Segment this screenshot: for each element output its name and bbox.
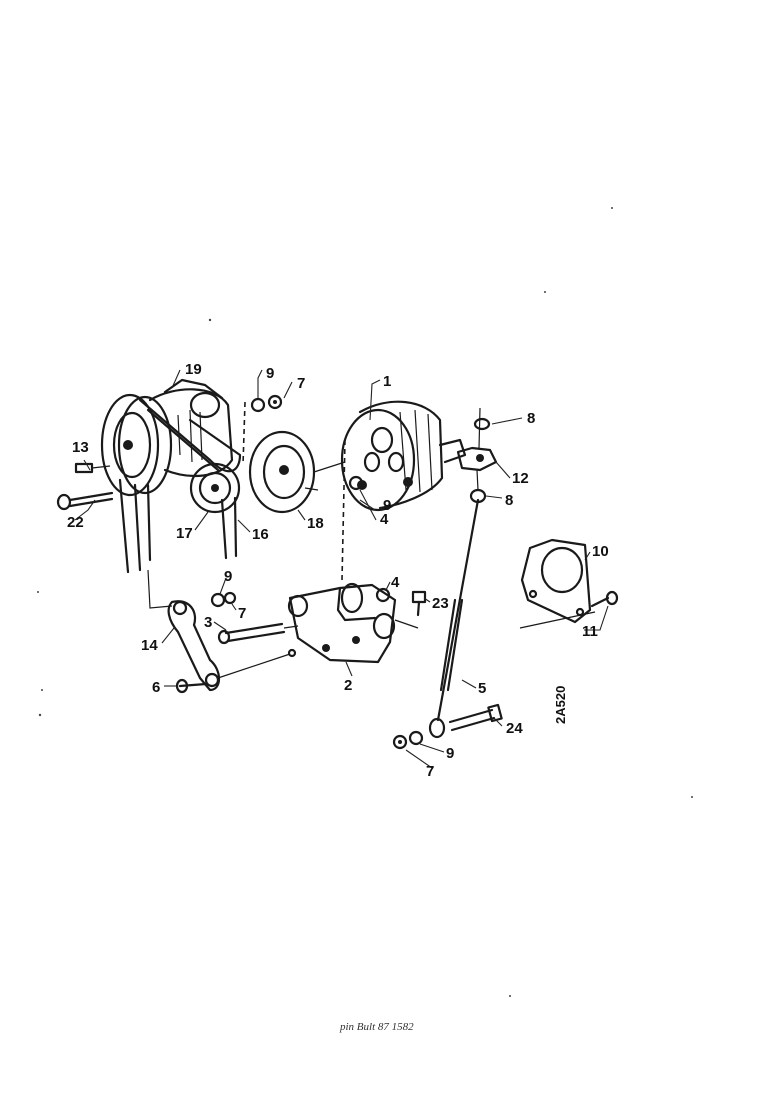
callout-7-top: 7 (297, 375, 305, 392)
part-5-adjusting-rod (428, 498, 480, 739)
callout-7-bottom: 7 (426, 763, 434, 780)
compressor-legs (118, 478, 238, 574)
part-1-alternator (340, 400, 467, 512)
callout-18: 18 (307, 515, 324, 532)
callout-9-bottom: 9 (446, 745, 454, 762)
part-7-9-top-fasteners (250, 394, 283, 413)
callout-17: 17 (176, 525, 193, 542)
footer-note: pin Bult 87 1582 (339, 1021, 414, 1033)
part-24-bolt (448, 703, 503, 732)
callout-24: 24 (506, 720, 523, 737)
callout-4-bracket: 4 (391, 574, 400, 591)
part-14-adjusting-arm (167, 600, 297, 692)
callout-11: 11 (582, 623, 598, 640)
part-7-9-arm-fasteners (210, 591, 237, 608)
callout-16: 16 (252, 526, 269, 543)
arm-link-line (147, 569, 173, 609)
part-2-mounting-bracket (287, 582, 419, 664)
part-6-bolt (175, 678, 208, 694)
callout-8-top: 8 (527, 410, 535, 427)
drawing-reference-code: 2A520 (553, 686, 568, 724)
callout-5: 5 (478, 680, 486, 697)
leader-lines (74, 369, 609, 769)
callout-14: 14 (141, 637, 158, 654)
callout-19: 19 (185, 361, 202, 378)
part-17-idler-pulley (189, 462, 241, 514)
callout-13: 13 (72, 439, 89, 456)
callout-22: 22 (67, 514, 84, 531)
callout-7-arm: 7 (238, 605, 246, 622)
callout-labels: 1 19 9 7 8 12 8 9 4 18 16 17 13 22 9 7 3… (67, 361, 609, 780)
part-19-compressor (100, 378, 242, 497)
part-4-nut-lower (375, 587, 391, 603)
callout-23: 23 (432, 595, 449, 612)
callout-9-arm: 9 (224, 568, 232, 585)
callout-3: 3 (204, 614, 212, 631)
part-7-9-lower-fasteners (392, 730, 424, 750)
scan-specks (37, 207, 693, 997)
callout-1: 1 (383, 373, 391, 390)
callout-2: 2 (344, 677, 352, 694)
callout-12: 12 (512, 470, 529, 487)
callout-9-top: 9 (266, 365, 274, 382)
callout-4-alternator: 4 (380, 511, 389, 528)
part-11-bolt (519, 590, 619, 629)
part-22-bolt (56, 491, 114, 511)
part-23-bolt (411, 590, 427, 617)
callout-10: 10 (592, 543, 609, 560)
callout-9-alternator: 9 (383, 497, 391, 514)
part-12-adjuster-trunnion (456, 407, 498, 472)
part-18-drive-pulley (248, 430, 346, 514)
part-3-through-bolt (217, 622, 299, 645)
callout-8-lower: 8 (505, 492, 513, 509)
alignment-line-nut-9 (242, 401, 246, 466)
part-4-nut-upper (348, 475, 364, 491)
callout-6: 6 (152, 679, 160, 696)
part-10-mounting-plate (520, 538, 592, 624)
part-13-bolt (74, 462, 111, 474)
